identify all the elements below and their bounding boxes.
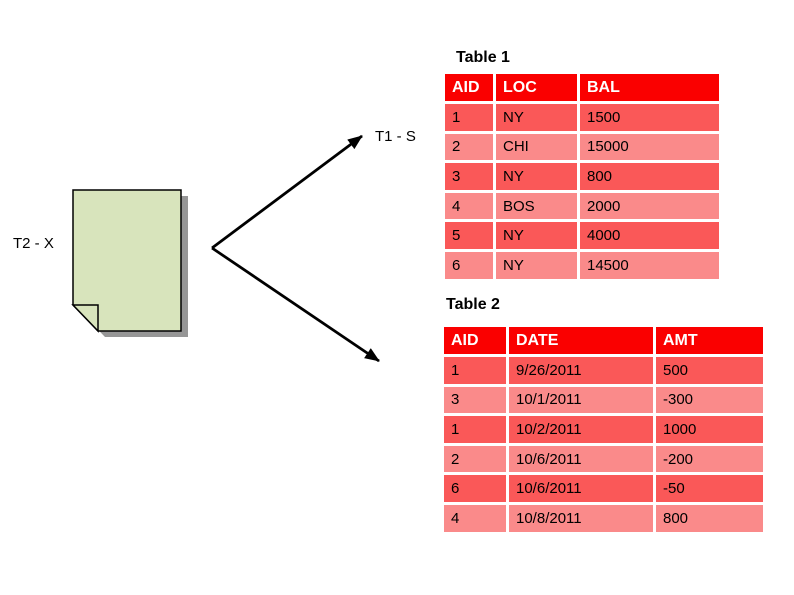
folded-corner-flap-icon bbox=[71, 304, 99, 333]
table1-header-loc: LOC bbox=[496, 74, 577, 101]
table-cell: 1 bbox=[445, 104, 493, 131]
table1-header-aid: AID bbox=[445, 74, 493, 101]
table-cell: 4000 bbox=[580, 222, 719, 249]
table-cell: 2000 bbox=[580, 192, 719, 220]
table-cell: 5 bbox=[445, 222, 493, 249]
table-cell: 1 bbox=[444, 357, 506, 384]
table-cell: 15000 bbox=[580, 133, 719, 161]
table-cell: 3 bbox=[444, 386, 506, 414]
table2-header-aid: AID bbox=[444, 327, 506, 354]
table2: AID DATE AMT 1 9/26/2011 500 3 10/1/2011… bbox=[444, 327, 763, 532]
table-cell: NY bbox=[496, 222, 577, 249]
table-cell: 10/6/2011 bbox=[509, 445, 653, 473]
table-cell: 10/8/2011 bbox=[509, 504, 653, 532]
table2-title: Table 2 bbox=[446, 296, 500, 313]
table1-title: Table 1 bbox=[456, 49, 510, 66]
table-cell: NY bbox=[496, 251, 577, 279]
arrow-to-table1 bbox=[211, 134, 363, 250]
table-cell: 800 bbox=[656, 504, 763, 532]
table2-header-date: DATE bbox=[509, 327, 653, 354]
table-cell: BOS bbox=[496, 192, 577, 220]
label-t2-x: T2 - X bbox=[13, 235, 54, 252]
table-cell: 10/1/2011 bbox=[509, 386, 653, 414]
table-cell: 4 bbox=[444, 504, 506, 532]
table-cell: 6 bbox=[444, 475, 506, 502]
table2-header-amt: AMT bbox=[656, 327, 763, 354]
table-cell: -300 bbox=[656, 386, 763, 414]
table-cell: 6 bbox=[445, 251, 493, 279]
table-cell: -50 bbox=[656, 475, 763, 502]
table-cell: 4 bbox=[445, 192, 493, 220]
table-cell: 500 bbox=[656, 357, 763, 384]
table-cell: 800 bbox=[580, 163, 719, 190]
folded-page-shape bbox=[72, 189, 182, 332]
table-cell: 1000 bbox=[656, 416, 763, 443]
table-cell: 1 bbox=[444, 416, 506, 443]
label-t1-s: T1 - S bbox=[375, 128, 416, 145]
table1-header-bal: BAL bbox=[580, 74, 719, 101]
table-cell: 10/2/2011 bbox=[509, 416, 653, 443]
table-cell: NY bbox=[496, 104, 577, 131]
table-cell: 14500 bbox=[580, 251, 719, 279]
table1: AID LOC BAL 1 NY 1500 2 CHI 15000 3 NY 8… bbox=[445, 74, 719, 279]
table-cell: 2 bbox=[444, 445, 506, 473]
table-cell: 10/6/2011 bbox=[509, 475, 653, 502]
table-cell: 3 bbox=[445, 163, 493, 190]
table-cell: CHI bbox=[496, 133, 577, 161]
table-cell: 9/26/2011 bbox=[509, 357, 653, 384]
arrow-to-table2 bbox=[211, 246, 380, 363]
table-cell: -200 bbox=[656, 445, 763, 473]
table-cell: NY bbox=[496, 163, 577, 190]
table-cell: 2 bbox=[445, 133, 493, 161]
table-cell: 1500 bbox=[580, 104, 719, 131]
